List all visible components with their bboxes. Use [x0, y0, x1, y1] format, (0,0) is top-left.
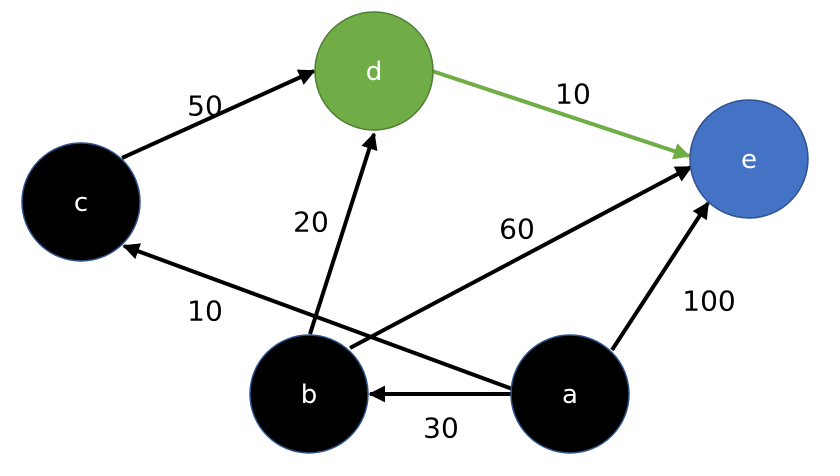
edge-weight-b-d: 20: [293, 206, 329, 239]
node-c-label: c: [74, 188, 88, 218]
edge-weight-c-d: 50: [187, 90, 223, 123]
edge-d-e: [431, 69, 691, 160]
node-a-circle: [510, 334, 630, 454]
node-a: a: [510, 334, 630, 454]
edge-weight-a-c: 10: [187, 295, 223, 328]
nodes: c d e b a: [21, 11, 809, 454]
edge-a-e: [610, 201, 710, 352]
edge-weights: 30 10 100 20 60 50 10: [187, 78, 736, 445]
node-c-circle: [21, 142, 141, 262]
node-b-circle: [249, 334, 369, 454]
node-e: e: [689, 99, 809, 219]
node-d-circle: [314, 11, 434, 131]
edge-c-d: [121, 69, 316, 160]
node-c: c: [21, 142, 141, 262]
node-d: d: [314, 11, 434, 131]
node-e-circle: [689, 99, 809, 219]
edge-b-e: [349, 165, 693, 350]
node-e-label: e: [741, 145, 757, 175]
edge-a-c: [122, 243, 516, 392]
edge-weight-a-e: 100: [682, 285, 735, 318]
node-b: b: [249, 334, 369, 454]
node-d-label: d: [366, 57, 383, 87]
edge-weight-b-e: 60: [499, 213, 535, 246]
node-b-label: b: [301, 380, 318, 410]
edges: [121, 69, 710, 403]
edge-b-d: [308, 132, 378, 335]
edge-weight-d-e: 10: [555, 78, 591, 111]
edge-weight-a-b: 30: [423, 412, 459, 445]
node-a-label: a: [562, 380, 578, 410]
